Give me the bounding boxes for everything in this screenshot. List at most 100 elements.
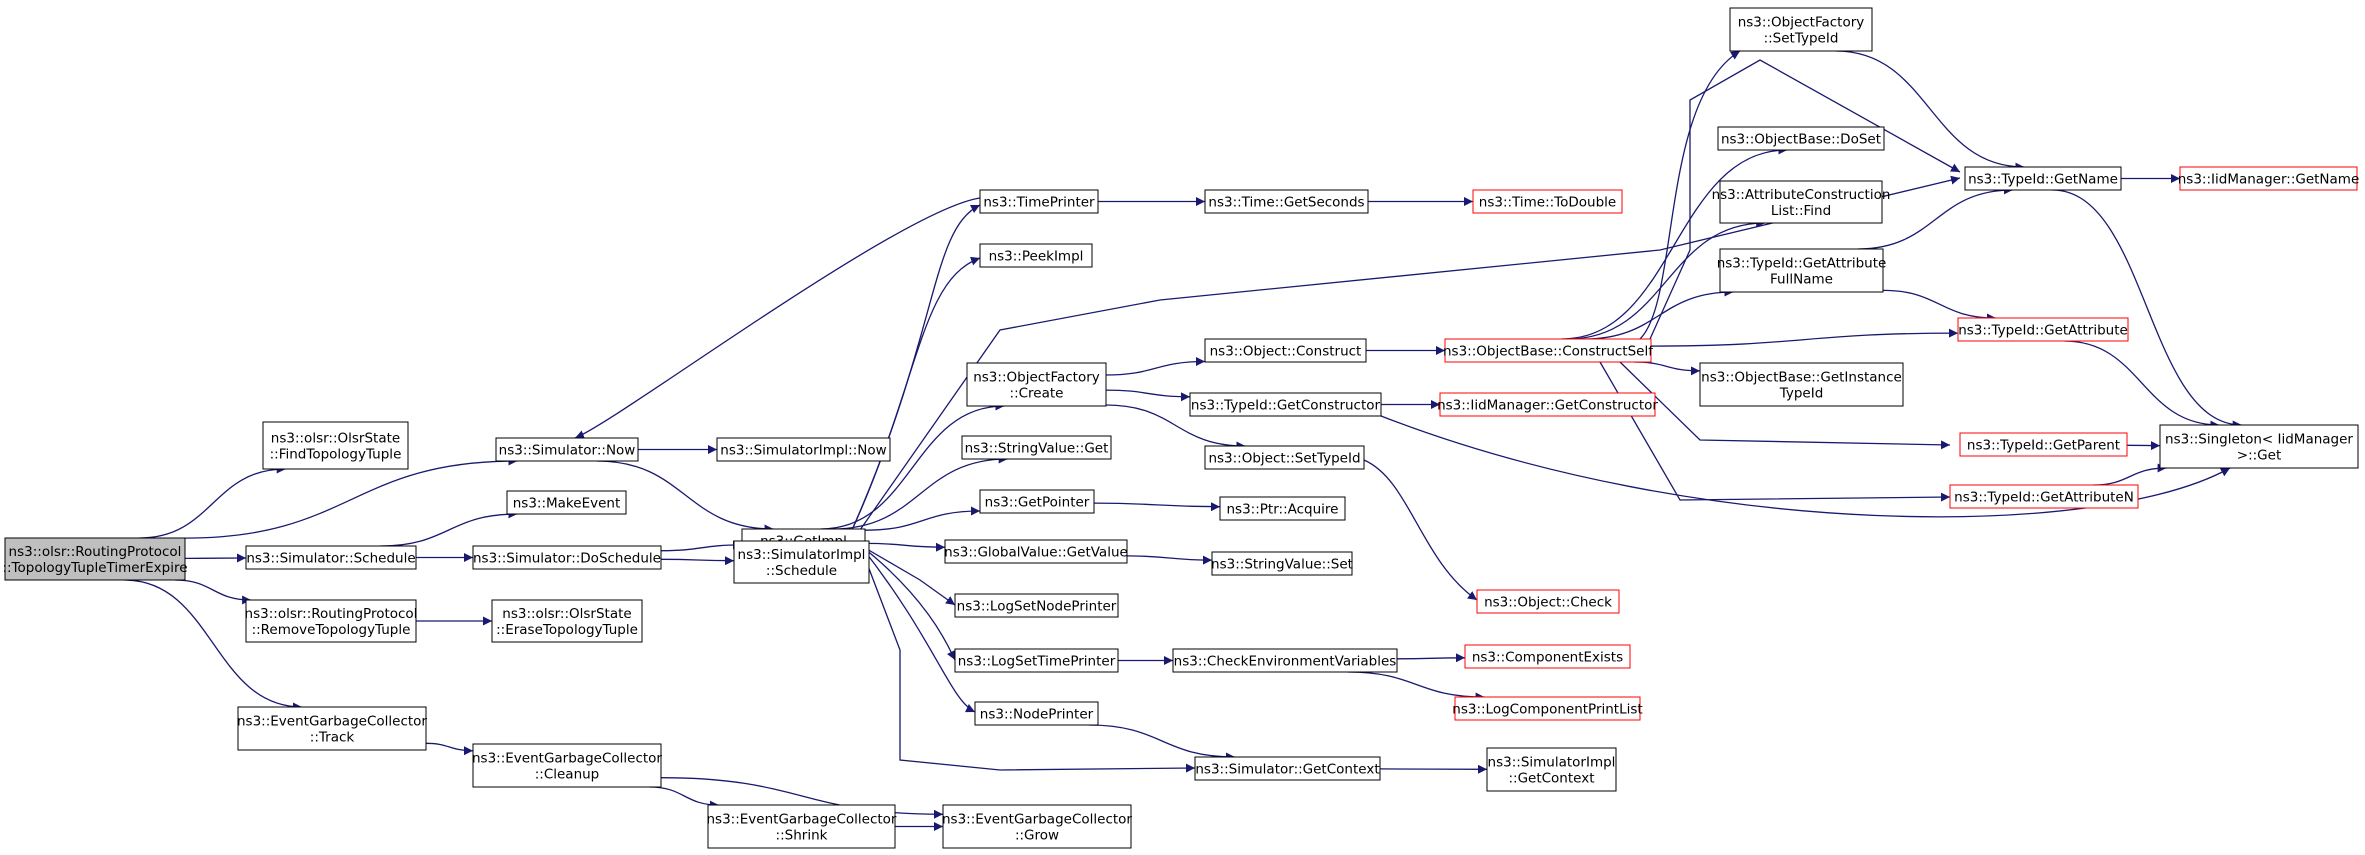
node-box[interactable] xyxy=(1444,338,1652,363)
node-ofsettypeid[interactable]: ns3::ObjectFactory::SetTypeId xyxy=(1729,7,1873,52)
node-box[interactable] xyxy=(1719,248,1884,293)
node-compexists[interactable]: ns3::ComponentExists xyxy=(1464,644,1631,669)
node-box[interactable] xyxy=(1204,445,1365,470)
node-box[interactable] xyxy=(944,539,1128,564)
node-logsetnode[interactable]: ns3::LogSetNodePrinter xyxy=(954,593,1119,618)
node-box[interactable] xyxy=(262,421,409,470)
node-box[interactable] xyxy=(1204,189,1369,214)
node-box[interactable] xyxy=(1172,648,1398,673)
node-box[interactable] xyxy=(1211,551,1353,576)
node-objsettypeid[interactable]: ns3::Object::SetTypeId xyxy=(1204,445,1365,470)
node-box[interactable] xyxy=(1194,756,1381,781)
node-box[interactable] xyxy=(1719,180,1883,224)
node-box[interactable] xyxy=(237,706,427,751)
node-box[interactable] xyxy=(1472,189,1623,214)
node-egctrack[interactable]: ns3::EventGarbageCollector::Track xyxy=(237,706,427,751)
node-box[interactable] xyxy=(707,804,896,849)
node-box[interactable] xyxy=(733,540,870,584)
node-egcshrink[interactable]: ns3::EventGarbageCollector::Shrink xyxy=(707,804,897,849)
node-stringvalueget[interactable]: ns3::StringValue::Get xyxy=(961,435,1112,460)
node-simnow[interactable]: ns3::Simulator::Now xyxy=(495,437,639,462)
node-box[interactable] xyxy=(245,545,417,570)
node-egccleanup[interactable]: ns3::EventGarbageCollector::Cleanup xyxy=(472,743,662,788)
node-stringvalueset[interactable]: ns3::StringValue::Set xyxy=(1211,551,1353,576)
node-box[interactable] xyxy=(1464,644,1631,669)
node-simimplgetctx[interactable]: ns3::SimulatorImpl::GetContext xyxy=(1486,747,1617,792)
node-egcgrow[interactable]: ns3::EventGarbageCollector::Grow xyxy=(942,804,1132,849)
node-removett[interactable]: ns3::olsr::RoutingProtocol::RemoveTopolo… xyxy=(245,599,418,643)
node-logcompprint[interactable]: ns3::LogComponentPrintList xyxy=(1452,696,1643,721)
node-box[interactable] xyxy=(966,362,1107,407)
node-box[interactable] xyxy=(2179,166,2358,191)
node-box[interactable] xyxy=(979,489,1095,514)
node-box[interactable] xyxy=(1729,7,1873,52)
node-objcheck[interactable]: ns3::Object::Check xyxy=(1476,589,1620,614)
node-box[interactable] xyxy=(954,593,1119,618)
node-box[interactable] xyxy=(472,545,662,570)
node-box[interactable] xyxy=(495,437,639,462)
node-obdoset[interactable]: ns3::ObjectBase::DoSet xyxy=(1717,126,1885,151)
node-box[interactable] xyxy=(1959,432,2128,457)
node-peekimpl[interactable]: ns3::PeekImpl xyxy=(979,243,1093,268)
node-box[interactable] xyxy=(1439,392,1656,417)
node-box[interactable] xyxy=(979,243,1093,268)
node-logsettime[interactable]: ns3::LogSetTimePrinter xyxy=(954,648,1119,673)
node-simgetcontext[interactable]: ns3::Simulator::GetContext xyxy=(1194,756,1381,781)
node-typeidgetattr[interactable]: ns3::TypeId::GetAttribute xyxy=(1957,317,2129,342)
node-singletonget[interactable]: ns3::Singleton< IidManager >::Get xyxy=(2159,424,2359,469)
node-box[interactable] xyxy=(1189,392,1382,417)
node-ofcreate[interactable]: ns3::ObjectFactory::Create xyxy=(966,362,1107,407)
node-makeevent[interactable]: ns3::MakeEvent xyxy=(506,490,627,515)
node-typeidgetctor[interactable]: ns3::TypeId::GetConstructor xyxy=(1189,392,1382,417)
node-ptracquire[interactable]: ns3::Ptr::Acquire xyxy=(1219,496,1346,521)
node-box[interactable] xyxy=(1219,496,1346,521)
node-typeidgetattrn[interactable]: ns3::TypeId::GetAttributeN xyxy=(1949,484,2139,509)
node-getpointer[interactable]: ns3::GetPointer xyxy=(979,489,1095,514)
node-label: ns3::Time::ToDouble xyxy=(1479,195,1616,211)
node-box[interactable] xyxy=(1204,338,1367,363)
node-simimplschedule[interactable]: ns3::SimulatorImpl::Schedule xyxy=(733,540,870,584)
node-schedule[interactable]: ns3::Simulator::Schedule xyxy=(245,545,417,570)
node-gvgetvalue[interactable]: ns3::GlobalValue::GetValue xyxy=(944,539,1128,564)
node-box[interactable] xyxy=(961,435,1112,460)
node-obconstructself[interactable]: ns3::ObjectBase::ConstructSelf xyxy=(1443,338,1654,363)
node-iidgetctor[interactable]: ns3::IidManager::GetConstructor xyxy=(1437,392,1658,417)
node-box[interactable] xyxy=(506,490,627,515)
node-box[interactable] xyxy=(1454,696,1641,721)
node-box[interactable] xyxy=(1699,362,1904,407)
node-box[interactable] xyxy=(979,189,1099,214)
node-box[interactable] xyxy=(1964,166,2122,191)
node-label: ns3::IidManager::GetConstructor xyxy=(1437,398,1658,414)
node-box[interactable] xyxy=(4,537,186,581)
node-box[interactable] xyxy=(1486,747,1617,792)
node-box[interactable] xyxy=(1476,589,1620,614)
node-box[interactable] xyxy=(1949,484,2139,509)
node-box[interactable] xyxy=(954,648,1119,673)
node-typeidgetparent[interactable]: ns3::TypeId::GetParent xyxy=(1959,432,2128,457)
node-timetodouble[interactable]: ns3::Time::ToDouble xyxy=(1472,189,1623,214)
node-box[interactable] xyxy=(1717,126,1885,151)
node-box[interactable] xyxy=(974,701,1099,726)
node-box[interactable] xyxy=(716,437,891,462)
node-typeidgetname[interactable]: ns3::TypeId::GetName xyxy=(1964,166,2122,191)
node-root[interactable]: ns3::olsr::RoutingProtocol::TopologyTupl… xyxy=(2,537,188,581)
node-box[interactable] xyxy=(2159,424,2359,469)
node-box[interactable] xyxy=(1957,317,2129,342)
node-doschedule[interactable]: ns3::Simulator::DoSchedule xyxy=(472,545,662,570)
node-timeprinter[interactable]: ns3::TimePrinter xyxy=(979,189,1099,214)
node-box[interactable] xyxy=(472,743,662,788)
node-checkenv[interactable]: ns3::CheckEnvironmentVariables xyxy=(1172,648,1398,673)
node-erasett[interactable]: ns3::olsr::OlsrState::EraseTopologyTuple xyxy=(491,599,643,643)
node-box[interactable] xyxy=(491,599,643,643)
node-iidgetname[interactable]: ns3::IidManager::GetName xyxy=(2178,166,2360,191)
node-timegetseconds[interactable]: ns3::Time::GetSeconds xyxy=(1204,189,1369,214)
node-nodeprinter[interactable]: ns3::NodePrinter xyxy=(974,701,1099,726)
node-objconstruct[interactable]: ns3::Object::Construct xyxy=(1204,338,1367,363)
node-box[interactable] xyxy=(245,599,417,643)
node-simimplnow[interactable]: ns3::SimulatorImpl::Now xyxy=(716,437,891,462)
node-findtt[interactable]: ns3::olsr::OlsrState::FindTopologyTuple xyxy=(262,421,409,470)
node-box[interactable] xyxy=(942,804,1132,849)
